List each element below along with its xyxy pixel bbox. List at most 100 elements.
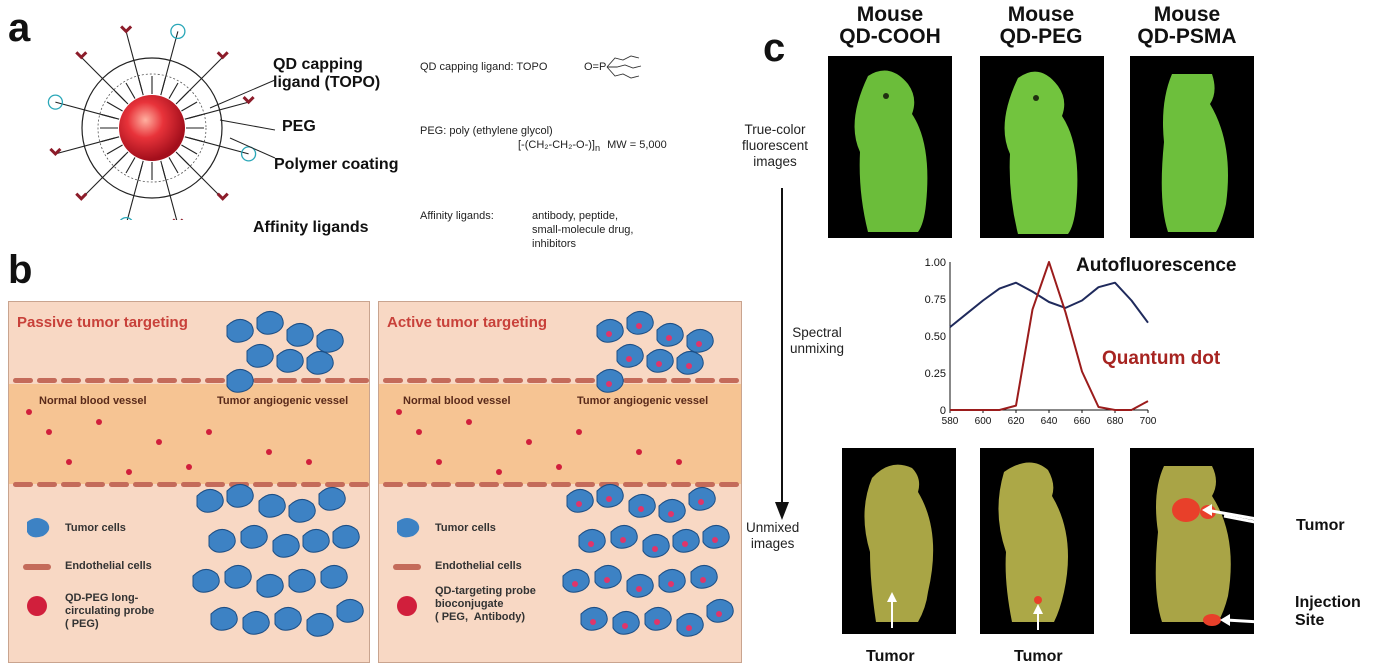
capping-ligand <box>101 136 120 142</box>
endothelial-cell <box>277 482 297 487</box>
x-tick-label: 660 <box>1074 416 1091 427</box>
tumor-cell <box>302 529 330 553</box>
tumor-cell <box>672 529 700 553</box>
qd-particle <box>466 419 472 425</box>
endothelial-cell <box>349 378 369 383</box>
peg-mw: MW = 5,000 <box>607 139 667 151</box>
active-title: Active tumor targeting <box>387 314 548 331</box>
qd-particle <box>306 459 312 465</box>
endothelial-cell <box>277 378 297 383</box>
qd-particle <box>206 429 212 435</box>
tumor-cell <box>686 329 714 353</box>
bound-qd <box>712 537 718 543</box>
capping-ligand <box>125 82 136 99</box>
endothelial-rows <box>13 378 369 487</box>
photo-truecolor-peg <box>980 56 1104 238</box>
header-qd-cooh: Mouse QD-COOH <box>839 3 941 49</box>
qd-particle <box>676 459 682 465</box>
pointer-lines <box>209 79 276 159</box>
series-line-autofluorescence <box>949 281 1149 328</box>
bound-qd <box>638 506 644 512</box>
capping-ligand <box>101 114 120 120</box>
endothelial-cell <box>719 378 739 383</box>
endothelial-cell <box>455 378 475 383</box>
header-qd-psma: Mouse QD-PSMA <box>1137 3 1237 49</box>
tumor-cell <box>658 569 686 593</box>
x-tick-label: 700 <box>1140 416 1157 427</box>
label-capping-ligand: QD capping ligand (TOPO) <box>273 56 381 92</box>
qd-particle <box>496 469 502 475</box>
panel-b-letter: b <box>8 248 33 292</box>
photo-truecolor-cooh <box>828 56 952 238</box>
capping-ligand <box>175 90 190 105</box>
qd-probe-icon <box>27 596 47 616</box>
bound-qd <box>686 625 692 631</box>
mouse-silhouette <box>1161 74 1228 232</box>
bound-qd <box>666 335 672 341</box>
row-label-unmixing: Spectral unmixing <box>790 325 845 357</box>
peg-coil <box>120 216 133 220</box>
peg-coil <box>240 146 257 162</box>
bound-qd <box>668 511 674 517</box>
y-tick-label: 0.50 <box>925 331 946 343</box>
tumor-cell <box>580 607 608 631</box>
bound-qd <box>606 381 612 387</box>
tumor-cell <box>612 611 640 635</box>
qd-particle <box>66 459 72 465</box>
qd-particle <box>396 409 402 415</box>
label-injection-site: Injection Site <box>1295 594 1361 630</box>
endothelial-cell <box>695 482 715 487</box>
capping-ligand <box>106 144 123 155</box>
bound-qd <box>606 331 612 337</box>
endothelial-cell <box>133 378 153 383</box>
tumor-cell <box>210 607 238 631</box>
tumor-cell <box>316 329 344 353</box>
bound-qd <box>588 541 594 547</box>
peg-coil <box>170 23 186 40</box>
tumor-cell <box>562 569 590 593</box>
quantum-dot-diagram <box>47 23 257 220</box>
tumor-cell <box>596 484 624 508</box>
tumor-cell <box>656 323 684 347</box>
passive-title: Passive tumor targeting <box>17 314 188 331</box>
tumor-cell <box>596 369 624 393</box>
y-tick-label: 0.75 <box>925 294 946 306</box>
qd-particle <box>266 449 272 455</box>
tumor-cell <box>256 574 284 598</box>
tumor-cell <box>646 349 674 373</box>
tumor-cell <box>226 484 254 508</box>
endothelial-cell <box>253 482 273 487</box>
label-polymer-coating: Polymer coating <box>274 156 399 173</box>
legend-autofluorescence: Autofluorescence <box>1076 255 1237 276</box>
legend-probe: QD-targeting probe bioconjugate ( PEG, A… <box>435 585 536 624</box>
tumor-cell <box>208 529 236 553</box>
endothelial-cell <box>575 378 595 383</box>
endothelial-cell <box>61 378 81 383</box>
bound-qd <box>636 586 642 592</box>
capping-ligand <box>181 144 198 155</box>
x-tick-label: 680 <box>1107 416 1124 427</box>
passive-cells <box>26 311 364 637</box>
x-tick-label: 600 <box>975 416 992 427</box>
capping-ligand <box>106 101 123 112</box>
photo-unmixed-psma <box>1130 448 1254 634</box>
endothelial-cell <box>719 482 739 487</box>
antibody-tip <box>75 51 88 60</box>
endothelial-cell <box>205 482 225 487</box>
active-normal-vessel: Normal blood vessel <box>403 395 511 407</box>
tumor-cell <box>320 565 348 589</box>
legend-quantum-dot: Quantum dot <box>1102 348 1221 369</box>
bound-qd <box>620 537 626 543</box>
tumor-cell <box>192 569 220 593</box>
qd-particle <box>186 464 192 470</box>
bound-qd <box>682 541 688 547</box>
antibody-tip <box>49 147 62 157</box>
photo-unmixed-cooh <box>842 448 956 634</box>
tumor-cell <box>628 494 656 518</box>
capping-ligand <box>138 77 144 96</box>
bound-qd <box>576 501 582 507</box>
qd-particle <box>26 409 32 415</box>
endothelial-cell <box>301 378 321 383</box>
qd-core <box>119 95 185 161</box>
